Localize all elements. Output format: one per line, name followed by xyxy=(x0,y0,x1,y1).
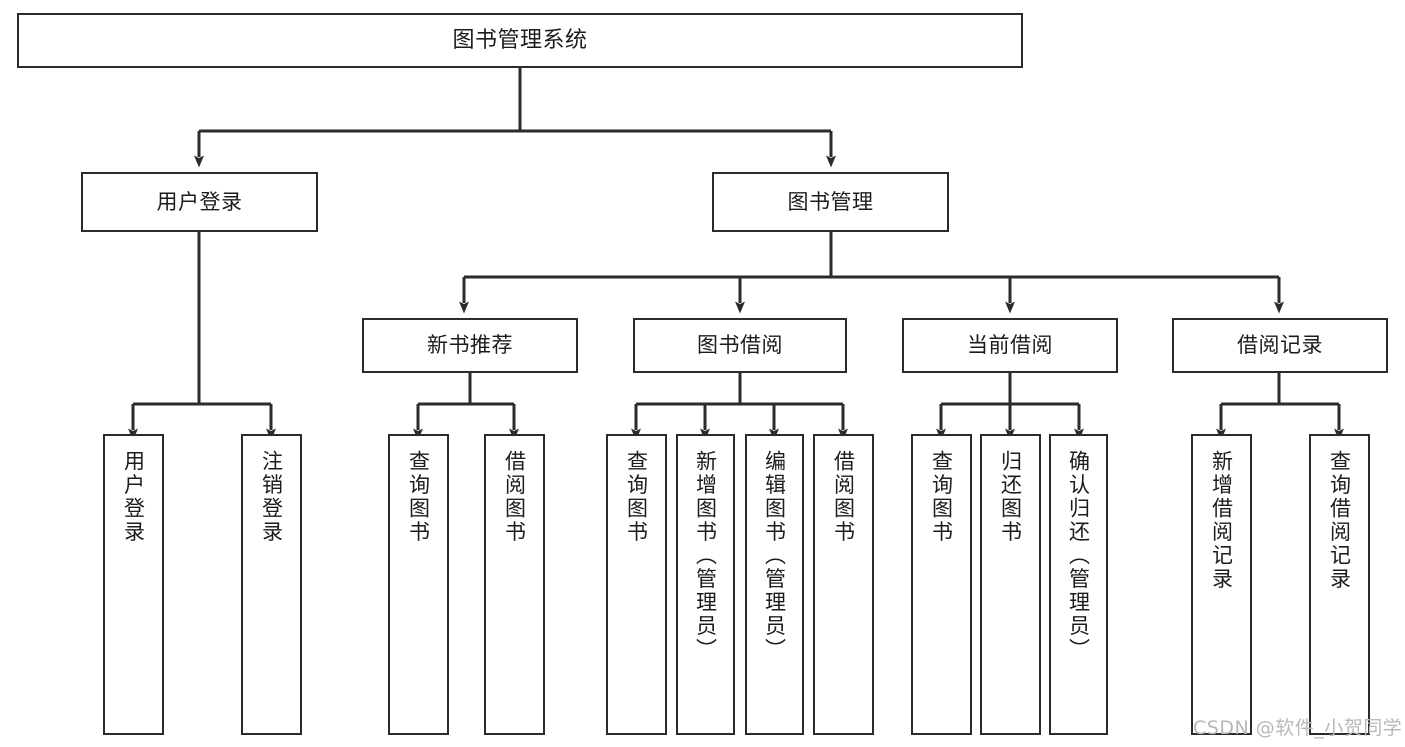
node-label: 图书管理 xyxy=(787,189,874,214)
node-book-borrow[interactable]: 图书借阅 xyxy=(633,318,847,373)
leaf-borrow-book[interactable]: 借阅图书 xyxy=(813,434,874,735)
node-label: 注销登录 xyxy=(259,450,284,544)
leaf-return-book[interactable]: 归还图书 xyxy=(980,434,1041,735)
node-label: 图书管理系统 xyxy=(452,27,588,53)
node-label: 归还图书 xyxy=(998,450,1023,544)
node-label: 当前借阅 xyxy=(967,333,1053,358)
node-label: 用户登录 xyxy=(121,450,146,544)
leaf-add-borrow-record[interactable]: 新增借阅记录 xyxy=(1191,434,1252,735)
leaf-confirm-return-admin[interactable]: 确认归还（管理员） xyxy=(1049,434,1108,735)
node-label: 借阅记录 xyxy=(1237,333,1323,358)
leaf-query-book-recommend[interactable]: 查询图书 xyxy=(388,434,449,735)
node-label: 新增借阅记录 xyxy=(1209,450,1234,591)
node-label: 查询借阅记录 xyxy=(1327,450,1352,591)
node-label: 编辑图书（管理员） xyxy=(762,450,787,662)
leaf-borrow-book-recommend[interactable]: 借阅图书 xyxy=(484,434,545,735)
node-new-book-recommend[interactable]: 新书推荐 xyxy=(362,318,578,373)
leaf-query-book-current[interactable]: 查询图书 xyxy=(911,434,972,735)
node-label: 新增图书（管理员） xyxy=(693,450,718,662)
node-root-system[interactable]: 图书管理系统 xyxy=(17,13,1023,68)
node-label: 借阅图书 xyxy=(502,450,527,544)
node-label: 借阅图书 xyxy=(831,450,856,544)
leaf-query-borrow-record[interactable]: 查询借阅记录 xyxy=(1309,434,1370,735)
node-current-borrow[interactable]: 当前借阅 xyxy=(902,318,1118,373)
csdn-watermark: CSDN @软件_小贺同学 xyxy=(1193,717,1403,739)
node-borrow-record[interactable]: 借阅记录 xyxy=(1172,318,1388,373)
node-label: 用户登录 xyxy=(156,189,243,214)
node-label: 查询图书 xyxy=(406,450,431,544)
node-label: 图书借阅 xyxy=(697,333,783,358)
node-label: 查询图书 xyxy=(929,450,954,544)
node-user-login[interactable]: 用户登录 xyxy=(81,172,318,232)
leaf-user-login[interactable]: 用户登录 xyxy=(103,434,164,735)
leaf-edit-book-admin[interactable]: 编辑图书（管理员） xyxy=(745,434,804,735)
node-label: 新书推荐 xyxy=(427,333,513,358)
node-book-management[interactable]: 图书管理 xyxy=(712,172,949,232)
node-label: 确认归还（管理员） xyxy=(1066,450,1091,662)
leaf-add-book-admin[interactable]: 新增图书（管理员） xyxy=(676,434,735,735)
node-label: 查询图书 xyxy=(624,450,649,544)
leaf-query-book-borrow[interactable]: 查询图书 xyxy=(606,434,667,735)
leaf-logout-login[interactable]: 注销登录 xyxy=(241,434,302,735)
